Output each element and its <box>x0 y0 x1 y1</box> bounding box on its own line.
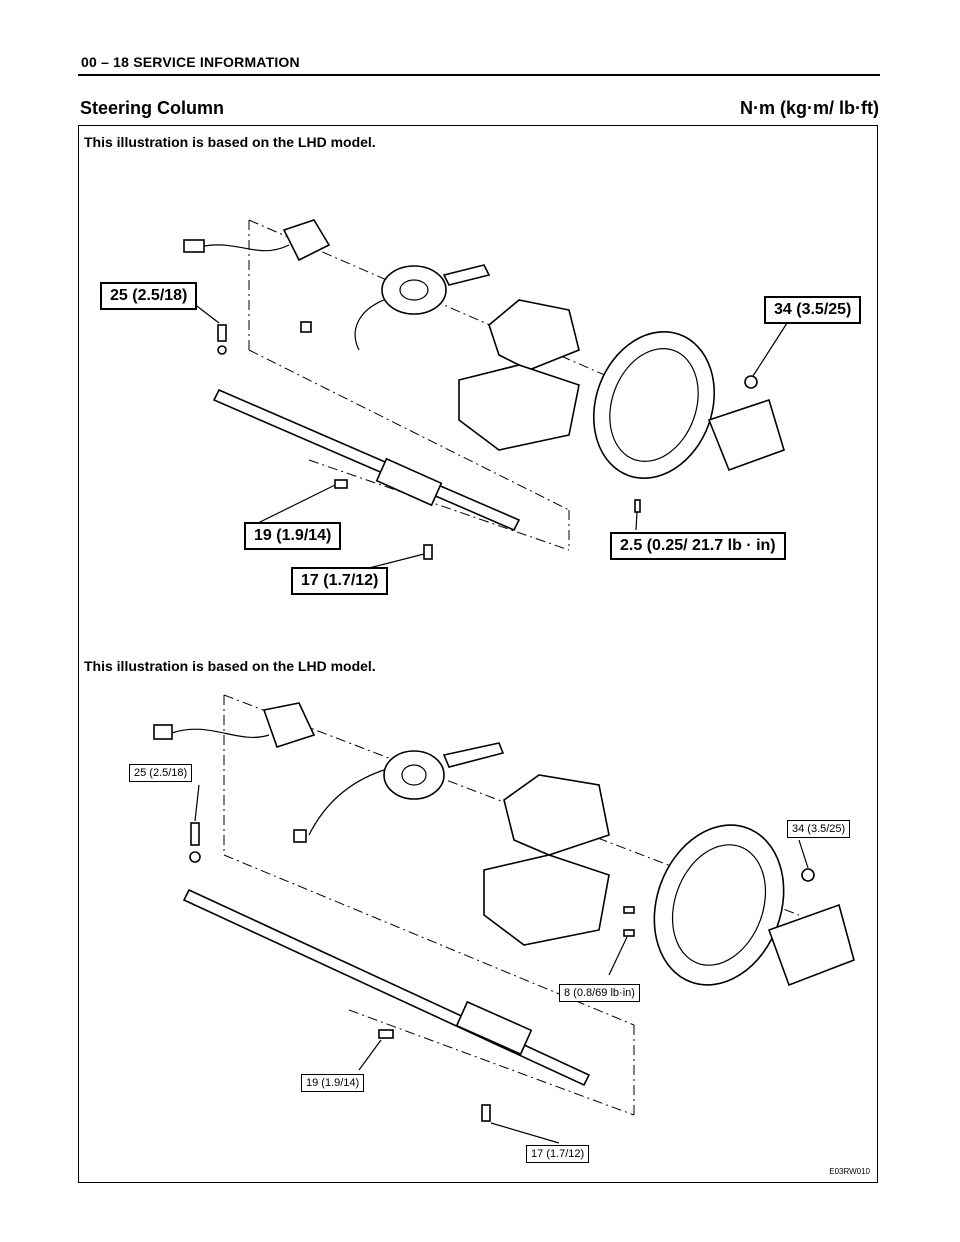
connector <box>300 321 312 333</box>
exploded-view-drawing-1 <box>183 219 790 569</box>
steering-wheel-inner <box>609 348 699 462</box>
torque-label-25nm: 25 (2.5/18) <box>129 764 193 782</box>
leader-line <box>752 319 790 377</box>
diagram-1-note: This illustration is based on the LHD mo… <box>84 134 376 150</box>
wire-harness <box>308 769 385 836</box>
torque-label-34nm: 34 (3.5/25) <box>787 820 851 838</box>
combination-switch <box>282 219 331 262</box>
column-bracket <box>455 1000 533 1056</box>
switch-ring <box>401 764 427 786</box>
exploded-view-drawing-2 <box>153 694 855 1144</box>
washer <box>189 851 201 863</box>
torque-label-2-5nm: 2.5 (0.25/ 21.7 lb · in) <box>610 532 786 560</box>
leader-line <box>635 511 638 531</box>
wiper-lever <box>442 742 505 768</box>
bolt-19nm <box>334 479 348 489</box>
torque-label-19nm: 19 (1.9/14) <box>301 1074 365 1092</box>
connector <box>153 724 173 740</box>
nut-34nm <box>744 375 758 389</box>
torque-label-34nm: 34 (3.5/25) <box>764 296 862 324</box>
page-header: 00 – 18 SERVICE INFORMATION <box>81 54 300 70</box>
bolt-17nm <box>423 544 433 560</box>
lower-column-cover <box>483 854 610 946</box>
connector <box>293 829 307 843</box>
leader-line <box>358 1039 382 1071</box>
illustration-frame <box>78 125 878 1183</box>
torque-label-17nm: 17 (1.7/12) <box>291 567 389 595</box>
screw-2-5nm <box>634 499 641 513</box>
torque-label-19nm: 19 (1.9/14) <box>244 522 342 550</box>
phantom-line <box>248 219 640 391</box>
switch-body <box>381 265 447 315</box>
steering-wheel-inner <box>671 844 767 966</box>
leader-line <box>194 784 200 822</box>
column-bracket <box>375 457 443 507</box>
steering-column-diagram-2 <box>79 675 877 1165</box>
washer <box>217 345 227 355</box>
wire-harness <box>171 728 270 739</box>
airbag-module <box>707 398 785 472</box>
diagram-2-note: This illustration is based on the LHD mo… <box>84 658 376 674</box>
steering-wheel <box>653 824 785 986</box>
upper-column-cover <box>503 774 610 856</box>
combination-switch <box>262 702 316 749</box>
airbag-module <box>767 903 855 987</box>
header-rule <box>78 74 880 76</box>
connector <box>183 239 205 253</box>
bolt-17nm <box>481 1104 491 1122</box>
leader-line <box>253 484 336 526</box>
figure-code: E03RW010 <box>829 1167 870 1176</box>
section-title: Steering Column <box>80 98 225 118</box>
leader-line <box>368 553 425 569</box>
switch-ring <box>399 279 429 301</box>
wire-harness <box>203 244 290 252</box>
bolt-25nm <box>217 324 227 342</box>
leader-line <box>608 936 628 976</box>
screw-8nm <box>623 906 635 914</box>
torque-label-17nm: 17 (1.7/12) <box>526 1145 590 1163</box>
phantom-line <box>308 459 570 551</box>
screw-8nm <box>623 929 635 937</box>
switch-body <box>383 750 445 800</box>
lower-column-cover <box>458 364 580 451</box>
wiper-lever <box>442 264 491 286</box>
nut-34nm <box>801 868 815 882</box>
leader-line <box>490 1122 560 1144</box>
torque-units-label: N·m (kg·m/ lb·ft) <box>740 98 879 118</box>
torque-label-25nm: 25 (2.5/18) <box>100 282 198 310</box>
upper-column-cover <box>488 299 580 371</box>
steering-column-diagram-1 <box>79 150 877 620</box>
steering-wheel <box>592 330 716 480</box>
leader-line <box>798 839 809 869</box>
bolt-19nm <box>378 1029 394 1039</box>
wire-harness <box>354 299 385 351</box>
bolt-25nm <box>190 822 200 846</box>
torque-label-8nm: 8 (0.8/69 lb·in) <box>559 984 640 1002</box>
